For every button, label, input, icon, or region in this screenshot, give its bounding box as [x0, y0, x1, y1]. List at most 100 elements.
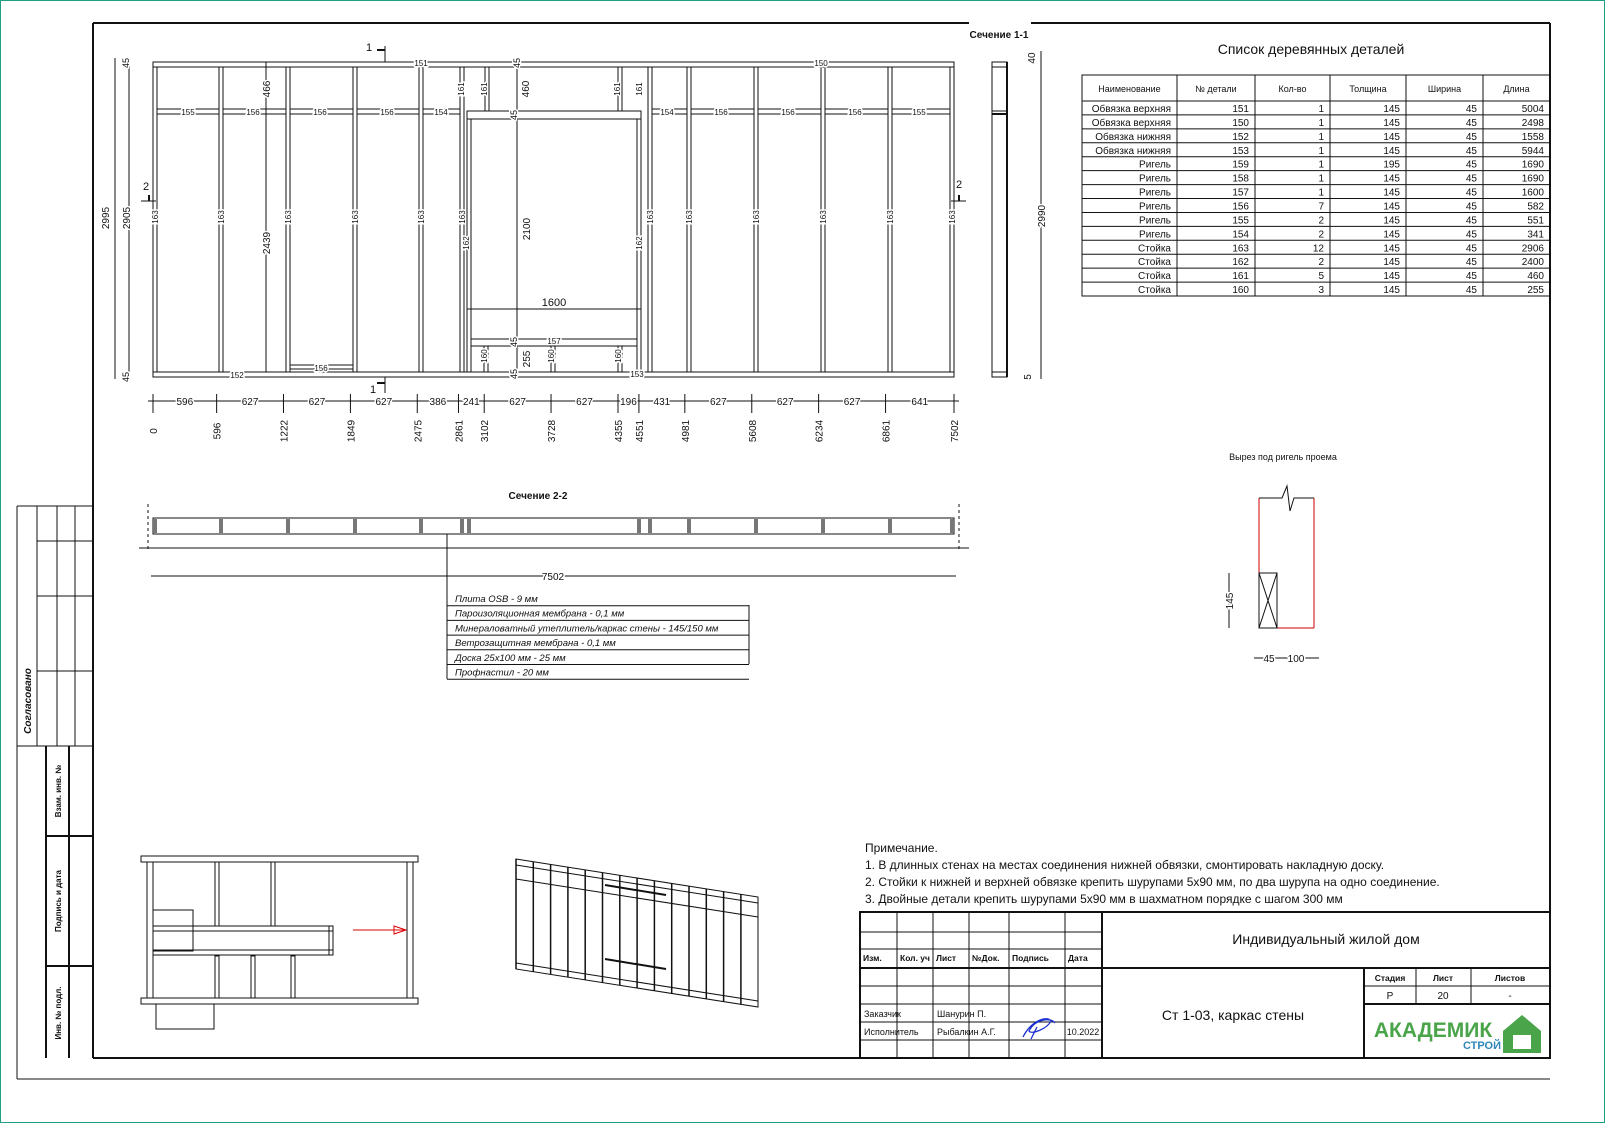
- table-cell: 341: [1527, 229, 1544, 240]
- note-item: 2. Стойки к нижней и верхней обвязке кре…: [865, 875, 1440, 889]
- member-label: 161: [457, 82, 466, 96]
- plan-wall: [214, 861, 220, 927]
- chain-segment-label: 627: [777, 397, 794, 408]
- table-cell: 45: [1466, 202, 1478, 213]
- stud-plan: [286, 519, 290, 533]
- member-label: 163: [458, 210, 467, 224]
- chain-mark-label: 6861: [882, 419, 893, 442]
- stud-plan: [153, 519, 157, 533]
- chain-segment-label: 627: [375, 397, 392, 408]
- dim-detail-height: 145: [1225, 592, 1236, 609]
- member-label: 163: [752, 210, 761, 224]
- section-1-1-outline: [991, 61, 1008, 378]
- cripple-bottom: [617, 345, 623, 373]
- chain-segment-label: 627: [710, 397, 727, 408]
- chain-mark-label: 6234: [815, 419, 826, 442]
- logo-house-window-icon: [1513, 1035, 1531, 1049]
- table-cell: 45: [1466, 229, 1478, 240]
- plan-wall: [155, 1003, 215, 1030]
- member-label: 156: [781, 108, 795, 117]
- table-cell: 2: [1318, 215, 1324, 226]
- stage-header-cell: Лист: [1433, 973, 1453, 983]
- table-cell: Ригель: [1139, 202, 1171, 213]
- detail-title: Вырез под ригель проема: [1229, 452, 1337, 462]
- chain-mark-label: 2475: [413, 419, 424, 442]
- member-label: 163: [685, 210, 694, 224]
- notes-title: Примечание.: [865, 841, 938, 855]
- member-label: 160: [547, 349, 556, 363]
- table-cell: 160: [1232, 285, 1249, 296]
- member-label: 156: [380, 108, 394, 117]
- chain-segment-label: 627: [509, 397, 526, 408]
- member-label: 163: [151, 210, 160, 224]
- tb-header-cell: Кол. уч: [900, 953, 930, 963]
- member-label: 154: [660, 108, 674, 117]
- logo-main-text: АКАДЕМИК: [1374, 1019, 1492, 1042]
- table-cell: 145: [1383, 215, 1400, 226]
- logo-house-icon: [1503, 1015, 1541, 1053]
- table-cell: Ригель: [1139, 160, 1171, 171]
- stage-header-cell: Листов: [1495, 973, 1525, 983]
- logo-sub-text: СТРОЙ: [1463, 1039, 1501, 1052]
- chain-mark-label: 4551: [635, 419, 646, 442]
- dim-header-gap: 45: [509, 110, 519, 120]
- stud-plan: [888, 519, 892, 533]
- plan-wall: [270, 861, 276, 927]
- stud: [753, 66, 759, 373]
- member-label: 161: [635, 82, 644, 96]
- chain-mark-label: 7502: [950, 419, 961, 442]
- cut-block: [1258, 572, 1278, 629]
- table-cell: 1: [1318, 160, 1324, 171]
- nogging: [289, 108, 354, 115]
- section-mark-1: 1: [366, 42, 372, 54]
- table-cell: Ригель: [1139, 188, 1171, 199]
- table-cell: 157: [1232, 188, 1249, 199]
- author-name: Рыбалкин А.Г.: [937, 1027, 996, 1037]
- chain-segment-label: 641: [911, 397, 928, 408]
- stud: [285, 66, 291, 373]
- table-cell: 156: [1232, 202, 1249, 213]
- stud-plan: [821, 519, 825, 533]
- table-cell: 2498: [1522, 118, 1545, 129]
- table-header-cell: Кол-во: [1279, 84, 1307, 94]
- bottom-plate: [152, 371, 955, 378]
- table-cell: 45: [1466, 257, 1478, 268]
- member-label: 150: [814, 59, 828, 68]
- table-cell: 3: [1318, 285, 1324, 296]
- table-cell: 161: [1232, 271, 1249, 282]
- table-cell: 162: [1232, 257, 1249, 268]
- dim-1-1-height: 2990: [1037, 204, 1048, 227]
- plan-wall: [328, 925, 334, 956]
- member-label: 160: [480, 349, 489, 363]
- signature-icon: [1022, 1018, 1056, 1040]
- stamp-sign-date-label: Подпись и дата: [54, 869, 63, 932]
- chain-mark-label: 3728: [547, 419, 558, 442]
- plan-wall: [250, 955, 256, 999]
- stud: [820, 66, 826, 373]
- member-label: 153: [630, 370, 644, 379]
- member-label: 163: [417, 210, 426, 224]
- stud: [218, 66, 224, 373]
- stud-plan: [419, 519, 423, 533]
- table-header-cell: Длина: [1503, 84, 1529, 94]
- table-cell: 145: [1383, 257, 1400, 268]
- table-cell: 145: [1383, 118, 1400, 129]
- table-cell: Ригель: [1139, 215, 1171, 226]
- table-cell: 158: [1232, 174, 1249, 185]
- stud-plan: [648, 519, 652, 533]
- table-cell: 2: [1318, 257, 1324, 268]
- dim-stud-clear: 2439: [262, 231, 273, 254]
- dim-door-height: 2100: [522, 217, 533, 240]
- member-label: 161: [613, 82, 622, 96]
- table-cell: 7: [1318, 202, 1324, 213]
- table-cell: 582: [1527, 202, 1544, 213]
- section-2-2-title: Сечение 2-2: [509, 491, 568, 502]
- table-cell: 1: [1318, 118, 1324, 129]
- table-header-cell: № детали: [1195, 84, 1236, 94]
- table-cell: 45: [1466, 271, 1478, 282]
- table-cell: 145: [1383, 285, 1400, 296]
- table-cell: 145: [1383, 202, 1400, 213]
- table-cell: 159: [1232, 160, 1249, 171]
- chain-mark-label: 1849: [346, 419, 357, 442]
- table-cell: 255: [1527, 285, 1544, 296]
